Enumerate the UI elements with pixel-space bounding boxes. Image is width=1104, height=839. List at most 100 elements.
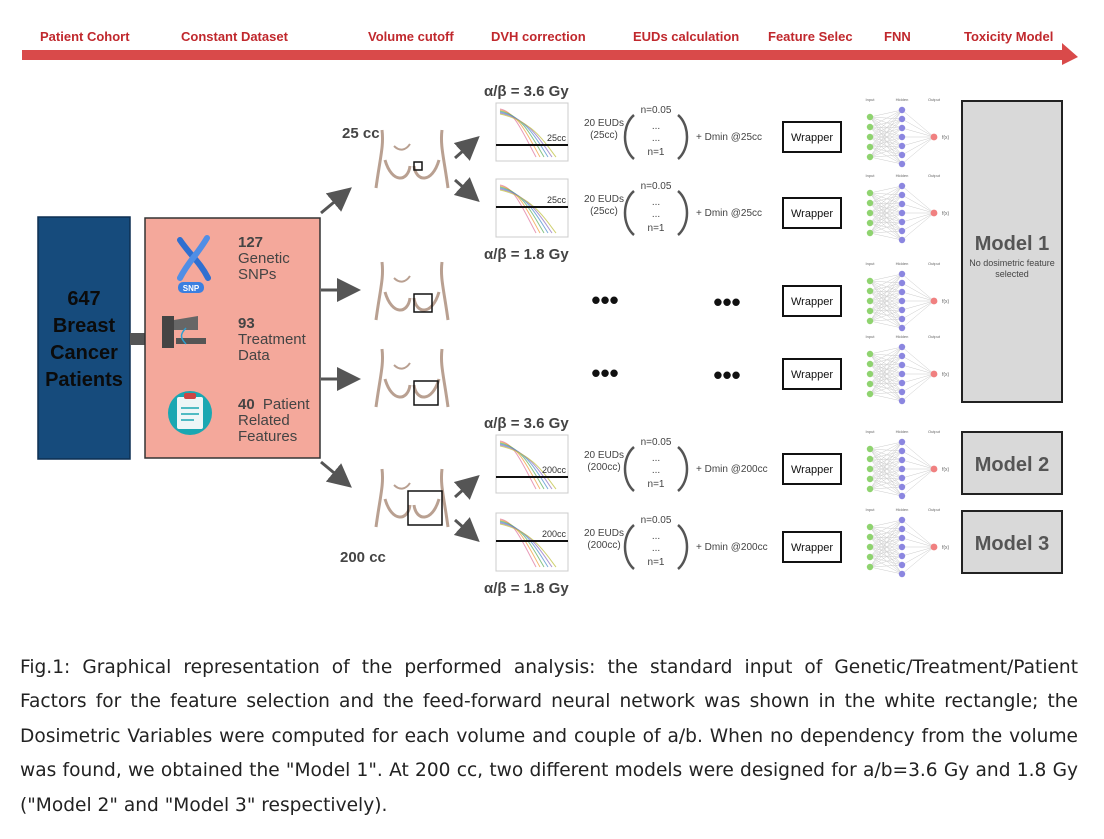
model-title: Model 3 <box>975 533 1049 555</box>
hidden-node <box>898 142 906 150</box>
fnn-output-label: f(x) <box>942 299 950 305</box>
eud-count: 20 EUDs <box>584 450 624 461</box>
alpha-beta-label: α/β = 3.6 Gy <box>484 83 569 100</box>
constant-dataset-box: SNP 127 Genetic SNPs 93 Treatment Data <box>144 217 321 459</box>
n-top: n=0.05 <box>641 437 672 448</box>
input-node <box>866 380 874 388</box>
input-node <box>866 209 874 217</box>
wrapper-label: Wrapper <box>791 542 833 554</box>
dvh-volume-label: 200cc <box>542 529 567 539</box>
hidden-node <box>898 397 906 405</box>
cohort-count: 647 <box>67 288 100 310</box>
input-node <box>866 485 874 493</box>
input-node <box>866 563 874 571</box>
fnn-layer-label: Hidden <box>896 429 909 434</box>
hidden-node <box>898 106 906 114</box>
stage-label: Patient Cohort <box>40 29 130 44</box>
dvh-plot: 200cc <box>495 512 569 572</box>
input-node <box>866 113 874 121</box>
snp-icon-text: SNP <box>183 284 200 293</box>
input-node <box>866 199 874 207</box>
hidden-node <box>898 534 906 542</box>
treatment-label: Data <box>238 347 270 364</box>
input-node <box>866 317 874 325</box>
fnn-layer-label: Output <box>928 261 941 266</box>
fnn-layer-label: Input <box>866 429 876 434</box>
wrapper-box: Wrapper <box>782 531 842 563</box>
n-dots: ... <box>652 209 660 220</box>
input-node <box>866 350 874 358</box>
stage-label: FNN <box>884 29 911 44</box>
n-dots: ... <box>652 531 660 542</box>
left-paren <box>623 524 635 570</box>
eud-volume: (25cc) <box>590 206 618 217</box>
hidden-node <box>898 218 906 226</box>
input-node <box>866 219 874 227</box>
dvh-plot: 25cc <box>495 178 569 238</box>
model-note: No dosimetric feature <box>969 258 1055 268</box>
input-node <box>866 475 874 483</box>
dvh-volume-label: 25cc <box>547 133 567 143</box>
input-node <box>866 143 874 151</box>
right-paren <box>677 114 689 160</box>
volume-label-200: 200 cc <box>340 549 386 566</box>
input-node <box>866 553 874 561</box>
wrapper-label: Wrapper <box>791 369 833 381</box>
output-node <box>930 209 938 217</box>
model-2-box: Model 2 <box>961 431 1063 495</box>
hidden-node <box>898 288 906 296</box>
model-title: Model 1 <box>975 233 1049 255</box>
n-dots: ... <box>652 121 660 132</box>
patient-count: 40 <box>238 396 255 413</box>
eud-volume: (200cc) <box>587 540 620 551</box>
stage-label: DVH correction <box>491 29 586 44</box>
output-node <box>930 297 938 305</box>
n-top: n=0.05 <box>641 515 672 526</box>
n-bottom: n=1 <box>648 557 665 568</box>
fnn-layer-label: Input <box>866 173 876 178</box>
pipeline-header: Patient Cohort Constant Dataset Volume c… <box>22 29 1078 65</box>
hidden-node <box>898 525 906 533</box>
hidden-node <box>898 343 906 351</box>
stage-label: Toxicity Model <box>964 29 1053 44</box>
left-paren <box>623 114 635 160</box>
n-dots: ... <box>652 465 660 476</box>
input-node <box>866 153 874 161</box>
clipboard-icon <box>168 391 212 435</box>
dvh-volume-label: 25cc <box>547 195 567 205</box>
analysis-diagram: Patient Cohort Constant Dataset Volume c… <box>22 29 1078 597</box>
alpha-beta-label: α/β = 1.8 Gy <box>484 246 569 263</box>
fnn-layer-label: Hidden <box>896 334 909 339</box>
wrapper-box: Wrapper <box>782 285 842 317</box>
input-node <box>866 465 874 473</box>
eud-count: 20 EUDs <box>584 528 624 539</box>
connector <box>130 333 146 345</box>
input-node <box>866 543 874 551</box>
dmin-label: + Dmin @25cc <box>696 208 762 219</box>
hidden-node <box>898 361 906 369</box>
fnn-layer-label: Hidden <box>896 261 909 266</box>
dna-icon: SNP <box>177 235 211 293</box>
input-node <box>866 445 874 453</box>
hidden-node <box>898 474 906 482</box>
model-1-box: Model 1 No dosimetric feature selected <box>961 100 1063 403</box>
treatment-label: Treatment <box>238 331 307 348</box>
hidden-node <box>898 438 906 446</box>
hidden-node <box>898 552 906 560</box>
genetic-label: SNPs <box>238 266 276 283</box>
ellipsis: ••• <box>713 360 740 390</box>
hidden-node <box>898 236 906 244</box>
input-node <box>866 189 874 197</box>
volume-box <box>413 293 433 313</box>
eud-volume: (200cc) <box>587 462 620 473</box>
hidden-node <box>898 200 906 208</box>
output-node <box>930 543 938 551</box>
fnn-layer-label: Output <box>928 507 941 512</box>
hidden-node <box>898 561 906 569</box>
